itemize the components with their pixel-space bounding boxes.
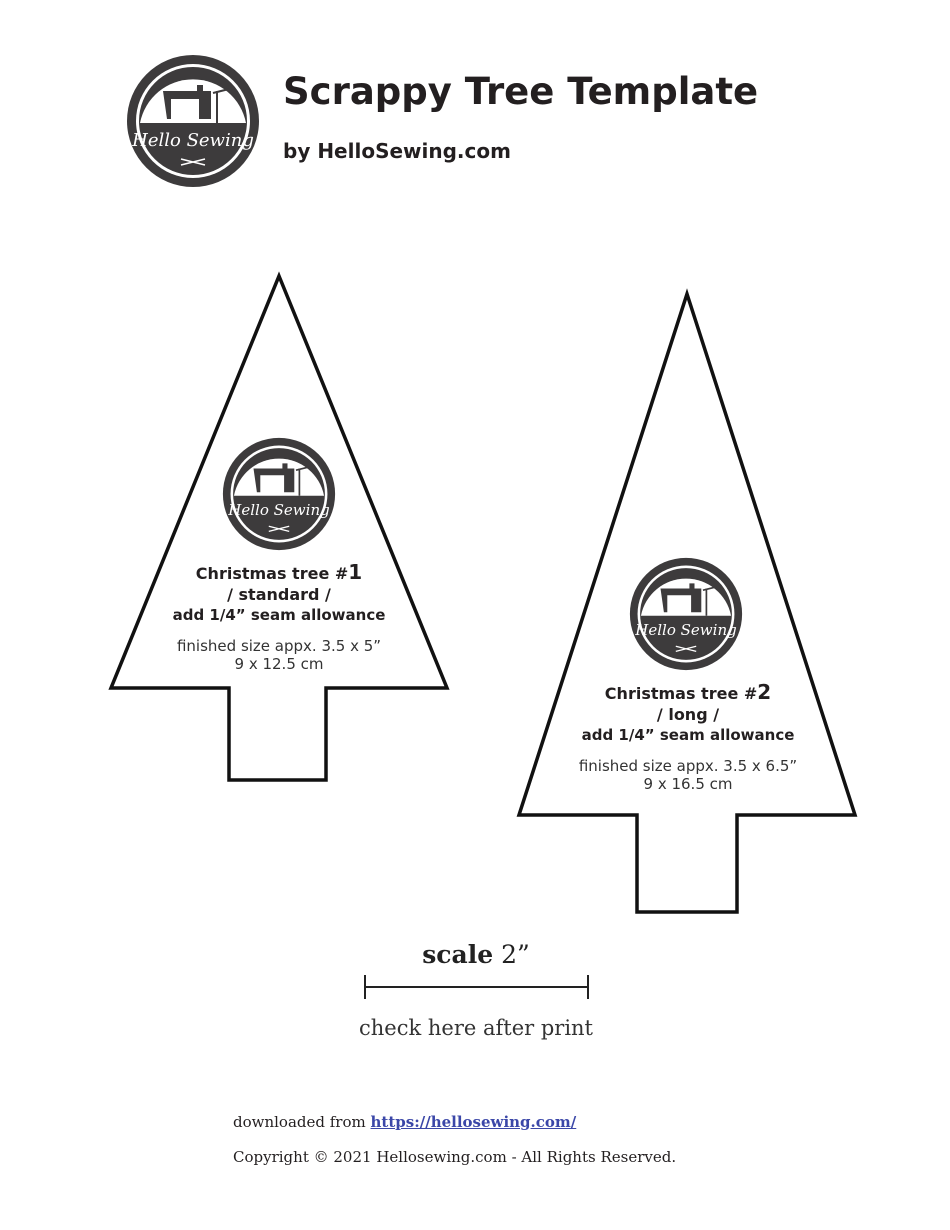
seam-allowance: add 1/4” seam allowance: [172, 606, 386, 624]
svg-text:Hello Sewing: Hello Sewing: [634, 621, 736, 639]
tree-2-label: Christmas tree #2 / long / add 1/4” seam…: [578, 680, 798, 794]
website-link[interactable]: https://hellosewing.com/: [370, 1113, 577, 1131]
check-instruction: check here after print: [358, 1016, 594, 1040]
tree-1-label: Christmas tree #1 / standard / add 1/4” …: [172, 560, 386, 674]
copyright: Copyright © 2021 Hellosewing.com - All R…: [233, 1148, 677, 1166]
tree-name: Christmas tree #: [604, 684, 758, 703]
finished-size-in: finished size appx. 3.5 x 5”: [176, 637, 382, 655]
page-title: Scrappy Tree Template: [283, 70, 759, 113]
tree-1-logo: Hello Sewing: [222, 437, 336, 551]
scale-ruler: [364, 975, 589, 999]
scale-word: scale: [422, 940, 494, 969]
scale-label: scale 2”: [422, 940, 530, 969]
scale-value: 2”: [501, 940, 530, 969]
byline: by HelloSewing.com: [283, 139, 511, 163]
tree-variant: / standard /: [227, 585, 331, 604]
svg-text:Hello Sewing: Hello Sewing: [227, 501, 329, 519]
downloaded-prefix: downloaded from: [233, 1113, 366, 1131]
finished-size-cm: 9 x 16.5 cm: [643, 775, 733, 793]
tree-name: Christmas tree #: [195, 564, 349, 583]
svg-text:Hello Sewing: Hello Sewing: [131, 130, 254, 151]
finished-size-cm: 9 x 12.5 cm: [234, 655, 324, 673]
tree-2-outline: [516, 288, 858, 914]
tree-1-outline: [108, 271, 450, 782]
tree-variant: / long /: [656, 705, 720, 724]
tree-number: 1: [348, 560, 363, 584]
finished-size-in: finished size appx. 3.5 x 6.5”: [578, 757, 798, 775]
header-logo: Hello Sewing: [126, 54, 260, 188]
tree-number: 2: [757, 680, 772, 704]
seam-allowance: add 1/4” seam allowance: [581, 726, 795, 744]
downloaded-from: downloaded from https://hellosewing.com/: [233, 1113, 576, 1131]
tree-2-logo: Hello Sewing: [629, 557, 743, 671]
